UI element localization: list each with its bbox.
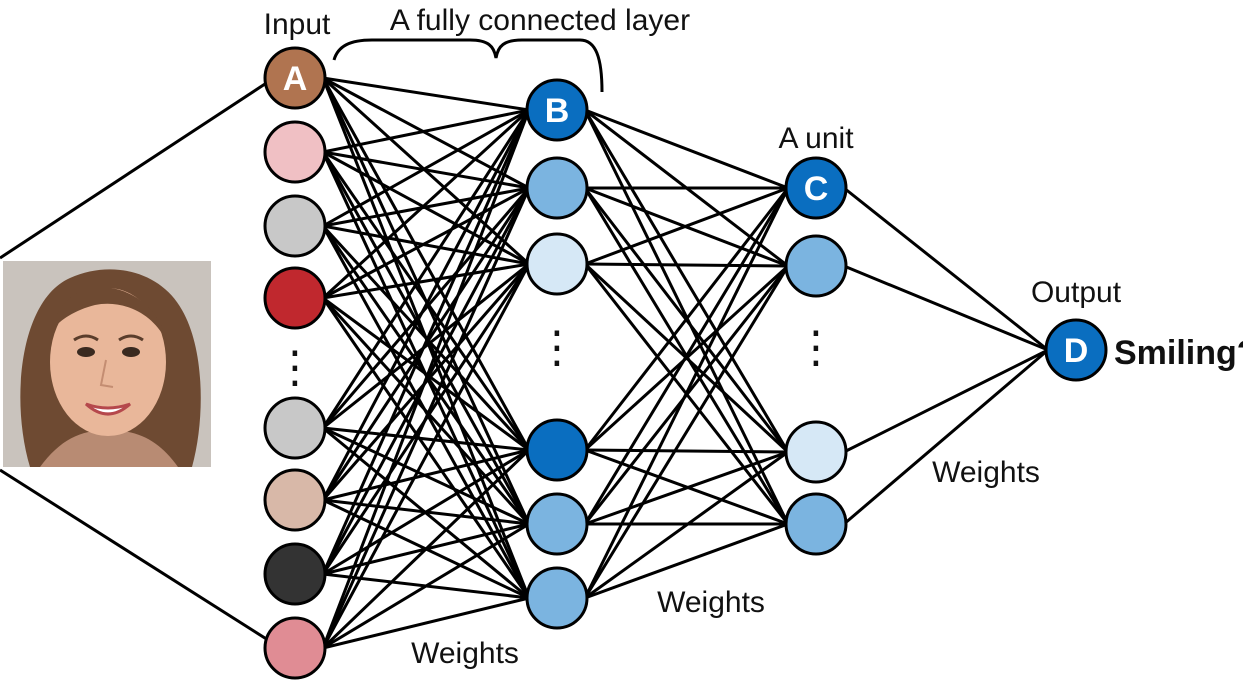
input-hidden1-edge-5-3 [322, 448, 530, 502]
input-hidden1-edge-2-3 [321, 224, 531, 452]
hidden1-hidden2-edge-5-3 [584, 522, 789, 600]
input-hidden1-edge-7-1 [321, 187, 531, 649]
input-hidden1-edge-1-0 [322, 108, 530, 154]
left-eyebrow [73, 334, 99, 342]
hidden1-node-4 [525, 418, 589, 482]
weight-connections [0, 76, 1049, 650]
hidden1-node-b [525, 78, 589, 142]
input-hidden1-edge-2-0 [322, 108, 530, 228]
input-hidden1-edge-4-0 [321, 109, 531, 429]
hidden1-hidden2-edge-5-1 [583, 265, 790, 599]
hidden1-hidden2-edge-2-1 [584, 262, 789, 268]
output-label: Output [1031, 276, 1122, 309]
input-hidden1-edge-3-4 [321, 296, 531, 526]
nose [99, 359, 114, 388]
weights-label-hidden-output: Weights [932, 456, 1040, 489]
output-node-d [1044, 318, 1108, 382]
weights-label-hidden-hidden: Weights [657, 586, 765, 619]
input-hidden1-edge-7-0 [321, 109, 531, 649]
input-hidden1-edge-3-2 [322, 262, 530, 300]
node-letter-c: C [804, 170, 829, 208]
right-eye [122, 347, 140, 357]
input-hidden1-edge-1-3 [321, 151, 531, 451]
hidden2-output-edge-0-0 [843, 186, 1049, 352]
photo-projection-top [0, 80, 269, 260]
input-hidden1-edge-2-1 [322, 186, 530, 228]
input-hidden1-edge-0-0 [322, 76, 530, 112]
input-hidden1-edge-3-5 [321, 297, 531, 599]
node-letter-b: B [545, 92, 570, 130]
input-hidden1-edge-0-1 [322, 76, 530, 190]
photo-projection-bottom [0, 468, 269, 642]
input-node-6 [263, 468, 327, 532]
hidden1-hidden2-edge-5-0 [583, 187, 790, 599]
hidden1-hidden2-edge-2-0 [584, 186, 789, 266]
hidden1-hidden2-edge-4-2 [584, 450, 789, 526]
hidden2-node-4 [784, 492, 848, 556]
shoulders-shape [40, 430, 178, 467]
hidden2-output-edge-3-0 [843, 348, 1049, 526]
hidden1-node-5 [525, 492, 589, 556]
hidden1-hidden2-edge-3-0 [583, 187, 790, 451]
hidden1-hidden2-edge-5-2 [584, 450, 789, 600]
input-hidden1-edge-0-3 [321, 77, 531, 451]
input-hidden1-edge-6-3 [322, 448, 530, 576]
weights-label-input-hidden: Weights [411, 637, 519, 670]
smiling-question-label: Smiling? [1114, 334, 1243, 372]
hair-fringe [52, 287, 166, 340]
unit-label: A unit [778, 122, 854, 155]
input-hidden1-edge-4-3 [322, 426, 530, 452]
hidden2-node-c [784, 156, 848, 220]
face-photo [3, 261, 211, 467]
hidden2-node-2 [784, 234, 848, 298]
hidden1-ellipsis: ⋮ [535, 322, 579, 373]
right-eyebrow [118, 334, 144, 342]
input-hidden1-edge-7-5 [322, 596, 530, 650]
hidden1-node-3 [525, 232, 589, 296]
input-node-5 [263, 396, 327, 460]
input-hidden1-edge-3-1 [322, 186, 530, 300]
input-hidden1-edge-7-4 [322, 522, 530, 650]
input-ellipsis: ⋮ [273, 342, 317, 393]
left-eye [77, 347, 95, 357]
input-hidden1-edge-3-3 [322, 296, 530, 452]
input-node-4 [263, 266, 327, 330]
hidden1-node-6 [525, 566, 589, 630]
hidden2-output-edge-1-0 [843, 264, 1049, 352]
hidden1-node-2 [525, 156, 589, 220]
face-shape [50, 288, 166, 436]
input-node-2 [263, 120, 327, 184]
input-hidden1-edge-2-2 [322, 224, 530, 266]
smile-mouth [84, 402, 132, 416]
input-hidden1-edge-7-2 [321, 263, 531, 649]
fully-connected-layer-label: A fully connected layer [390, 4, 690, 37]
input-node-8 [263, 616, 327, 680]
input-hidden1-edge-1-1 [322, 150, 530, 190]
node-letter-a: A [283, 60, 308, 98]
input-node-3 [263, 194, 327, 258]
hidden2-output-edge-2-0 [843, 348, 1049, 454]
input-hidden1-edge-7-3 [321, 448, 531, 650]
hidden1-hidden2-edge-4-0 [583, 187, 790, 525]
node-letter-d: D [1064, 332, 1089, 370]
network-nodes: A B C D [263, 46, 1108, 680]
input-node-a [263, 46, 327, 110]
input-hidden1-edge-6-0 [321, 109, 531, 575]
hidden1-hidden2-edge-3-2 [584, 448, 789, 454]
input-node-7 [263, 542, 327, 606]
input-hidden1-edge-5-0 [321, 109, 531, 501]
input-hidden1-edge-3-0 [321, 108, 531, 300]
input-label: Input [264, 8, 331, 41]
hidden2-ellipsis: ⋮ [794, 322, 838, 373]
hidden2-node-3 [784, 420, 848, 484]
hidden1-hidden2-edge-0-0 [584, 108, 789, 190]
hidden1-hidden2-edge-0-2 [583, 109, 790, 453]
layer-brace [332, 38, 604, 93]
